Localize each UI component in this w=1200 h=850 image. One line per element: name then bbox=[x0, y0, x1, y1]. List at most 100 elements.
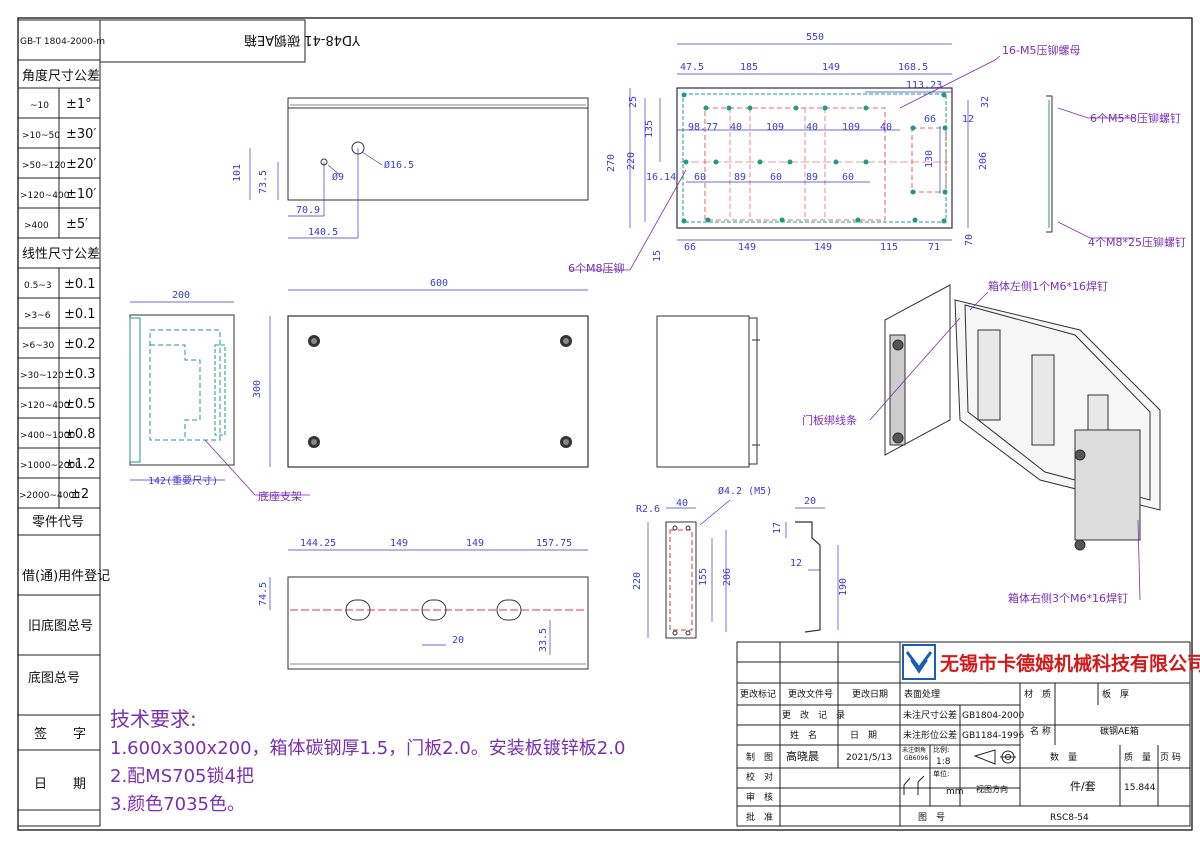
projection-symbol-icon bbox=[903, 749, 1016, 795]
door-view bbox=[287, 315, 589, 468]
dim-70-9: 70.9 bbox=[296, 205, 320, 216]
dim-300: 300 bbox=[252, 380, 263, 398]
section-dim-lines bbox=[785, 507, 839, 630]
linear-tol-5: ±0.8 bbox=[64, 427, 96, 442]
name-value: 碳钢AE箱 bbox=[1100, 725, 1139, 737]
top-front-dims bbox=[249, 148, 383, 239]
drawer: 高晓晨 bbox=[786, 749, 819, 763]
standard-code: GB-T 1804-2000-m bbox=[20, 37, 105, 47]
section-dims: 20 17 12 190 bbox=[772, 496, 849, 596]
dim-109b: 109 bbox=[842, 122, 860, 133]
linear-range-1: >3~6 bbox=[24, 311, 51, 321]
drawing-no-label: 图 号 bbox=[918, 812, 945, 823]
linear-tol-1: ±0.1 bbox=[64, 307, 96, 322]
dim-71: 71 bbox=[928, 242, 940, 253]
dim-60b: 60 bbox=[770, 172, 782, 183]
section-view bbox=[795, 521, 821, 633]
callout-base-bracket: 底座支架 bbox=[258, 489, 302, 503]
plate-side-profile bbox=[1046, 95, 1053, 233]
bottom-dims: 144.25 149 149 157.75 74.5 20 33.5 bbox=[258, 538, 572, 652]
dim-149-b2: 149 bbox=[466, 538, 484, 549]
dim-17: 17 bbox=[772, 522, 783, 534]
thickness: 板 厚 bbox=[1102, 688, 1129, 700]
callout-m5-stud: 6个M5*8压铆螺钉 bbox=[1090, 111, 1181, 125]
gb6096: GB6096 bbox=[904, 755, 928, 762]
dim-60c: 60 bbox=[842, 172, 854, 183]
dim-206-bracket: 206 bbox=[722, 568, 733, 586]
mirrored-title: YD48-41 碳钢AE箱 bbox=[244, 32, 361, 48]
dim-101: 101 bbox=[232, 164, 243, 182]
dim-12-section: 12 bbox=[790, 558, 802, 569]
dim-149-top: 149 bbox=[822, 62, 840, 73]
side-dim-lines bbox=[130, 301, 234, 481]
company-logo-icon bbox=[902, 644, 936, 680]
title-block-cells: 更改标记 更改文件号 更改日期 表面处理 材 质 板 厚 更 改 记 录 未注尺… bbox=[740, 688, 1181, 823]
dim-25: 25 bbox=[628, 96, 639, 108]
linear-tol-7: ±2 bbox=[70, 487, 89, 502]
dim-115: 115 bbox=[880, 242, 898, 253]
callout-m8-rivet: 6个M8压铆 bbox=[568, 261, 625, 275]
part-code-label: 零件代号 bbox=[32, 515, 84, 530]
linear-range-6: >1000~2000 bbox=[20, 461, 81, 471]
change-date: 更改日期 bbox=[852, 688, 888, 700]
dim-40-bracket: 40 bbox=[676, 498, 688, 509]
linear-tol-0: ±0.1 bbox=[64, 277, 96, 292]
plate-dims: 550 47.5 185 149 168.5 113.23 25 32 135 … bbox=[606, 32, 991, 262]
linear-rows: 0.5~3 ±0.1 >3~6 ±0.1 >6~30 ±0.2 >30~120 … bbox=[19, 277, 96, 502]
linear-range-2: >6~30 bbox=[22, 341, 55, 351]
unnoted-dim: 未注尺寸公差 bbox=[903, 709, 957, 721]
dim-40c: 40 bbox=[880, 122, 892, 133]
dim-20-bottom: 20 bbox=[452, 635, 464, 646]
name-label: 名 称 bbox=[1030, 725, 1051, 737]
dim-phi16-5: Ø16.5 bbox=[384, 159, 414, 171]
change-record: 更 改 记 录 bbox=[782, 709, 845, 721]
angle-range-0: ~10 bbox=[30, 101, 49, 111]
linear-range-7: >2000~4000 bbox=[19, 491, 80, 501]
drawing-no: RSC8-54 bbox=[1050, 813, 1089, 823]
dim-149-b1: 149 bbox=[390, 538, 408, 549]
dim-140-5: 140.5 bbox=[308, 227, 338, 238]
dim-47-5: 47.5 bbox=[680, 62, 704, 73]
dim-89a: 89 bbox=[734, 172, 746, 183]
dim-r2-6: R2.6 bbox=[636, 504, 660, 515]
base-bracket-leader bbox=[204, 439, 310, 496]
angle-tol-4: ±5′ bbox=[66, 217, 88, 232]
dim-20-section: 20 bbox=[804, 496, 816, 507]
bracket-dims: R2.6 40 Ø4.2 (M5) 220 155 206 bbox=[632, 485, 772, 590]
base-total-label: 底图总号 bbox=[28, 670, 80, 686]
dim-89b: 89 bbox=[806, 172, 818, 183]
bracket-dim-lines bbox=[647, 499, 731, 638]
draw-date: 2021/5/13 bbox=[846, 753, 892, 763]
angle-range-3: >120~400 bbox=[20, 191, 70, 201]
tolerance-table bbox=[17, 19, 101, 827]
linear-tol-3: ±0.3 bbox=[64, 367, 96, 382]
dim-16-14: 16.14 bbox=[646, 172, 676, 183]
dim-40a: 40 bbox=[730, 122, 742, 133]
view-dir: 视图方向 bbox=[976, 784, 1008, 794]
isometric-view bbox=[884, 284, 1161, 551]
linear-range-0: 0.5~3 bbox=[24, 281, 52, 291]
date-side-label: 日 期 bbox=[34, 777, 86, 792]
unit-label: 单位: bbox=[933, 769, 949, 778]
angle-tol-0: ±1° bbox=[66, 97, 92, 112]
dim-73-5: 73.5 bbox=[258, 170, 269, 194]
callout-left-weld: 箱体左侧1个M6*16焊钉 bbox=[988, 279, 1108, 293]
dim-168-5: 168.5 bbox=[898, 62, 928, 73]
sign-label: 签 字 bbox=[34, 726, 86, 742]
callout-door-strip: 门板绑线条 bbox=[802, 413, 857, 427]
dim-74-5: 74.5 bbox=[258, 582, 269, 606]
tech-line-3: 3.颜色7035色。 bbox=[110, 794, 245, 815]
mounting-plate-view bbox=[676, 87, 953, 229]
bottom-dim-lines bbox=[269, 549, 588, 655]
end-view bbox=[656, 315, 760, 468]
dim-40b: 40 bbox=[806, 122, 818, 133]
angle-tol-3: ±10′ bbox=[66, 187, 96, 202]
dim-12: 12 bbox=[962, 114, 974, 125]
mass-label: 质 量 bbox=[1124, 751, 1151, 763]
angle-tol-title: 角度尺寸公差 bbox=[22, 68, 100, 84]
old-base-label: 旧底图总号 bbox=[28, 618, 93, 634]
door-dim-lines bbox=[269, 289, 588, 467]
linear-tol-4: ±0.5 bbox=[64, 397, 96, 412]
dim-70: 70 bbox=[964, 234, 975, 246]
